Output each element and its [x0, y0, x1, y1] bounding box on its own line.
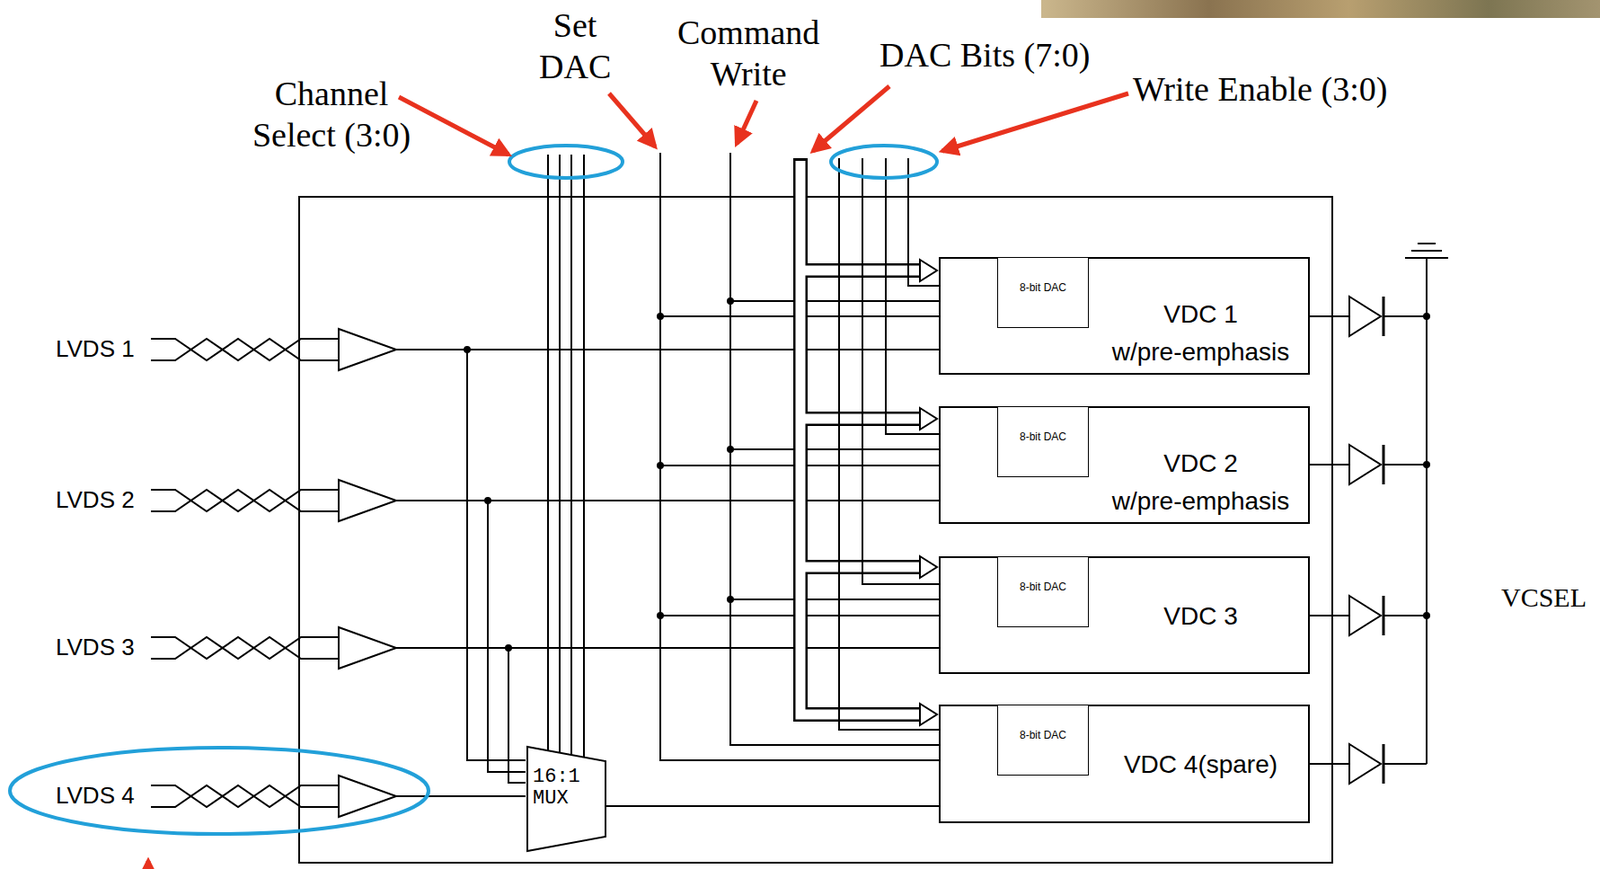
input-label: LVDS 1: [55, 335, 135, 363]
twisted-pair: [150, 489, 339, 512]
vdc-feature: w/pre-emphasis: [1093, 337, 1309, 367]
output-label: VCSEL: [1501, 581, 1587, 614]
bus-name: Write Enable (3:0): [1132, 69, 1388, 111]
vdc-name: VDC 2: [1093, 449, 1309, 478]
dac-name: 8-bit DAC: [998, 580, 1088, 593]
pointer-arrow: [736, 100, 757, 144]
pointer-arrow: [813, 86, 890, 151]
highlight-ellipse: [9, 747, 429, 834]
vdc-name: VDC 3: [1093, 601, 1309, 631]
dac-block: 8-bit DAC: [997, 704, 1089, 776]
dac-block: 8-bit DAC: [997, 556, 1089, 628]
buffer-symbol: [338, 627, 397, 669]
pointer-arrow: [609, 93, 655, 147]
write-enable-wire: [839, 158, 939, 730]
vcsel-diode: [1349, 743, 1384, 784]
twisted-pair: [150, 636, 339, 659]
photo-strip: [1041, 0, 1600, 18]
highlight-ellipse: [830, 145, 938, 178]
input-label: LVDS 3: [55, 633, 135, 662]
signal-name: Channel Select (3:0): [237, 73, 426, 156]
command-write-wire: [730, 152, 939, 745]
buffer-symbol: [338, 775, 397, 817]
vdc-block: VDC 1 w/pre-emphasis 8-bit DAC: [938, 256, 1310, 375]
dac-name: 8-bit DAC: [998, 281, 1088, 294]
twisted-pair: [150, 338, 339, 361]
input-label: LVDS 4: [55, 781, 135, 810]
input-label: LVDS 2: [55, 486, 135, 514]
twisted-pair: [150, 785, 339, 807]
dac-block: 8-bit DAC: [997, 406, 1089, 478]
buffer-symbol: [338, 479, 397, 522]
pointer-arrow: [942, 93, 1129, 151]
dac-block: 8-bit DAC: [997, 256, 1089, 328]
ground-symbol: [1405, 243, 1449, 258]
vdc-block: VDC 4(spare) 8-bit DAC: [938, 704, 1310, 823]
vdc-feature: w/pre-emphasis: [1093, 486, 1309, 516]
signal-name: Set DAC: [539, 5, 611, 88]
mux-shape: [527, 746, 606, 851]
chip-outline: [299, 196, 1333, 863]
set-dac-wire: [660, 152, 939, 761]
vcsel-diode: [1349, 296, 1384, 336]
buffer-symbol: [338, 328, 397, 371]
mux-block: 16:1 MUX: [525, 744, 608, 853]
bus-arrow: [919, 259, 938, 725]
bus-name: DAC Bits (7:0): [879, 35, 1090, 77]
signal-wire: [605, 804, 939, 807]
pointer-arrow: [146, 860, 151, 869]
highlight-ellipse: [509, 145, 623, 178]
vcsel-diode: [1349, 595, 1384, 636]
vdc-block: VDC 3 8-bit DAC: [938, 556, 1310, 674]
dac-name: 8-bit DAC: [998, 430, 1088, 443]
vcsel-wire: [1309, 257, 1427, 764]
vdc-block: VDC 2 w/pre-emphasis 8-bit DAC: [938, 406, 1310, 524]
mux-name: 16:1 MUX: [532, 766, 581, 810]
signal-name: Command Write: [677, 12, 820, 95]
dac-name: 8-bit DAC: [998, 728, 1088, 742]
vcsel-diode: [1349, 444, 1384, 485]
pointer-arrow: [398, 97, 509, 155]
vdc-name: VDC 4(spare): [1093, 750, 1309, 779]
vdc-name: VDC 1: [1093, 300, 1309, 329]
channel-select-wire: [548, 154, 584, 758]
